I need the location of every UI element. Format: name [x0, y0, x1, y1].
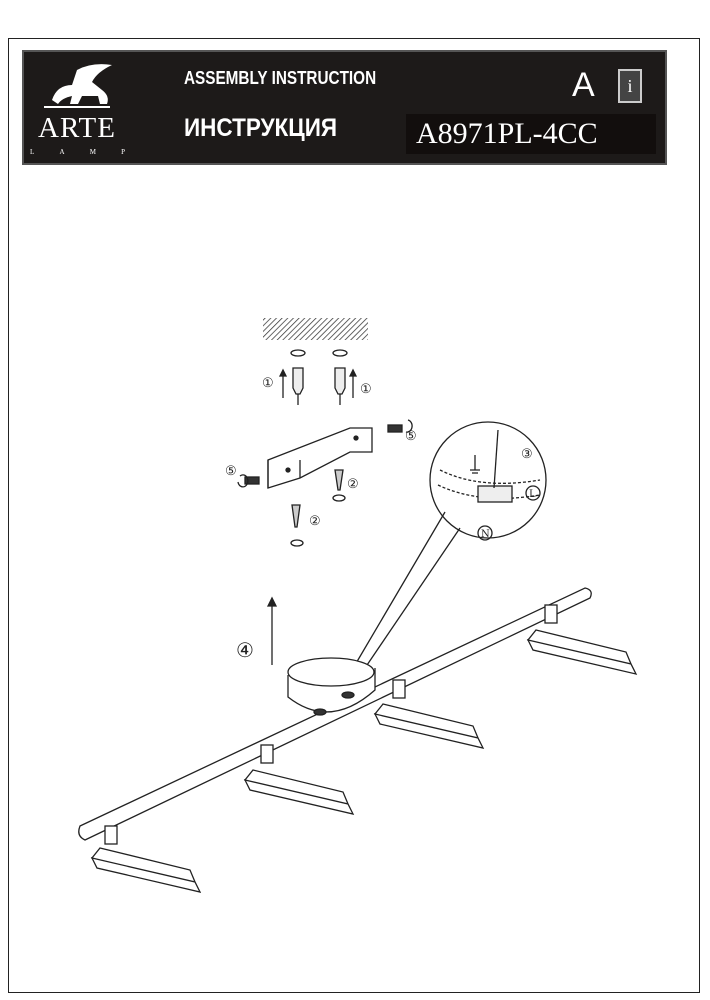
step-5-label: ⑤ — [225, 464, 237, 479]
spotlight-1 — [90, 825, 202, 893]
step-1-label: ① — [360, 382, 372, 397]
step-3-label: ③ — [521, 447, 533, 462]
language-badge: A — [572, 66, 595, 104]
brand-sub-letter: L — [30, 148, 35, 156]
spotlight-2 — [243, 744, 355, 815]
spotlight-3 — [373, 679, 485, 749]
track-bar — [78, 587, 592, 841]
brand-name: ARTE — [38, 112, 116, 144]
screw-right — [332, 469, 346, 502]
wiring-detail-inset — [429, 421, 547, 539]
title-english: ASSEMBLY INSTRUCTION — [184, 68, 377, 88]
step-4-label: ④ — [236, 638, 254, 662]
mounting-bracket — [267, 427, 373, 489]
bolt-left — [237, 474, 260, 488]
brand-sub-letter: P — [121, 148, 125, 156]
model-number: A8971PL-4CC — [406, 114, 656, 154]
page-border — [8, 38, 700, 993]
step-1-label: ① — [262, 376, 274, 391]
header-banner: ASSEMBLY INSTRUCTION ИНСТРУКЦИЯ A8971PL-… — [22, 50, 667, 165]
title-russian: ИНСТРУКЦИЯ — [184, 114, 338, 142]
drill-hole — [290, 349, 306, 357]
brand-sub-letter: M — [89, 148, 96, 156]
screw-left — [290, 504, 304, 547]
info-book-icon: i — [618, 69, 642, 103]
step-2-label: ② — [309, 514, 321, 529]
brand-sub-letter: A — [59, 148, 65, 156]
step-2-label: ② — [347, 477, 359, 492]
spotlight-4 — [526, 604, 638, 675]
winged-lion-icon — [44, 64, 112, 108]
wall-anchor-right — [334, 367, 358, 405]
terminal-live-label: L — [529, 489, 536, 500]
wall-anchor-left — [278, 367, 304, 405]
brand-subtitle: L A M P — [30, 148, 125, 156]
bolt-right — [387, 419, 413, 433]
drill-hole — [332, 349, 348, 357]
ceiling-hatch — [263, 318, 368, 340]
step-5-label: ⑤ — [405, 429, 417, 444]
ceiling-canopy — [287, 657, 376, 716]
terminal-neutral-label: N — [481, 529, 490, 540]
